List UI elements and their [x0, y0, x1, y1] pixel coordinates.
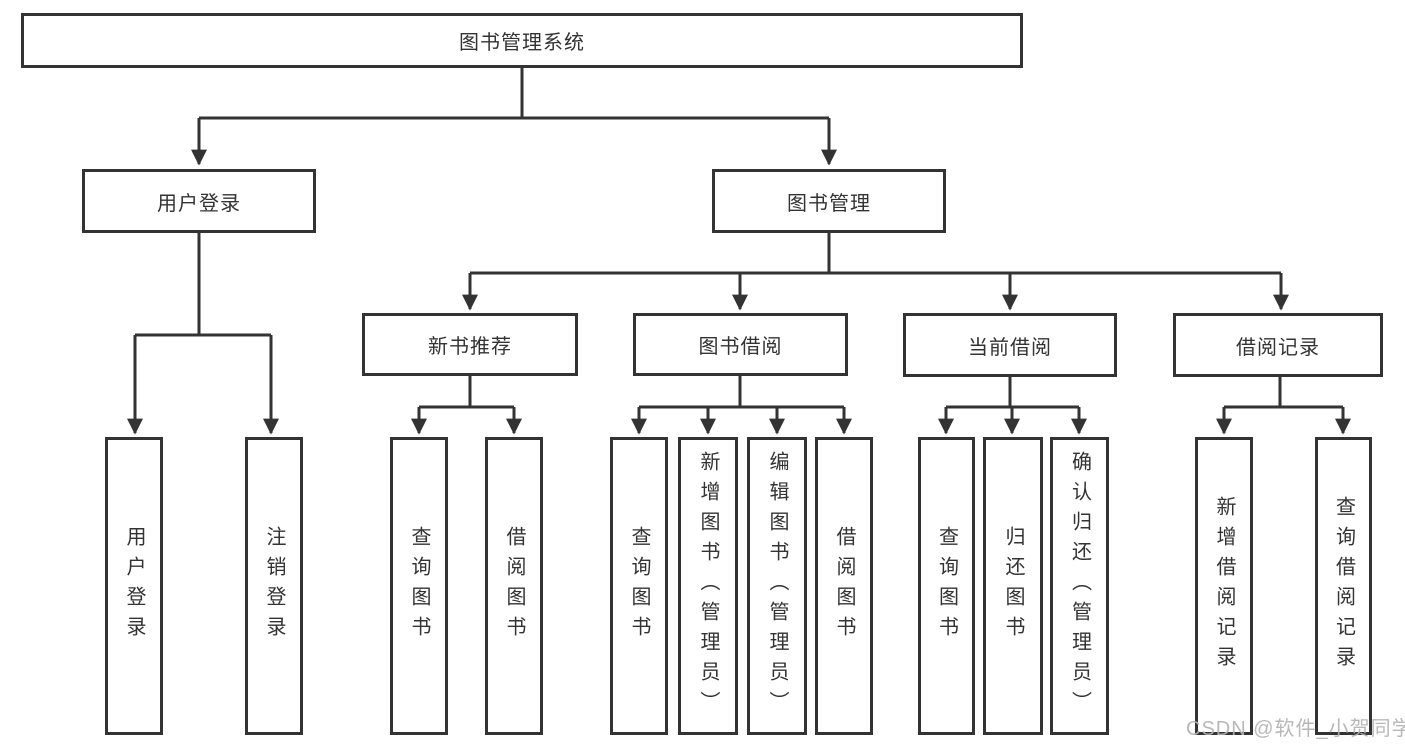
leaf-add-books-admin: 新增图书（管理员）: [678, 437, 738, 735]
connector-group-book-management: [462, 233, 1289, 311]
node-new-book-recommend: 新书推荐: [362, 313, 578, 376]
leaf-user-login: 用户登录: [105, 437, 163, 735]
connector-group-new-book: [411, 376, 522, 435]
node-user-login: 用户登录: [82, 169, 316, 233]
node-system-root: 图书管理系统: [21, 13, 1023, 68]
node-current-borrow: 当前借阅: [903, 313, 1117, 377]
connector-group-book-borrow: [631, 376, 852, 435]
node-book-borrow: 图书借阅: [633, 313, 848, 376]
connector-group-current-borrow: [938, 376, 1087, 435]
connector-group-borrow-records: [1216, 376, 1351, 435]
leaf-borrow-books: 借阅图书: [815, 437, 873, 735]
leaf-return-books: 归还图书: [983, 437, 1043, 735]
leaf-query-books-current: 查询图书: [918, 437, 975, 735]
csdn-watermark: CSDN @软件_小贺同学: [1186, 718, 1405, 740]
leaf-query-books-recommend: 查询图书: [390, 437, 448, 735]
node-borrow-records: 借阅记录: [1173, 313, 1383, 377]
leaf-add-borrow-record: 新增借阅记录: [1195, 437, 1253, 735]
leaf-logout: 注销登录: [245, 437, 303, 735]
leaf-confirm-return-admin: 确认归还（管理员）: [1050, 437, 1109, 735]
leaf-query-books-borrow: 查询图书: [610, 437, 668, 735]
node-book-management: 图书管理: [712, 169, 946, 233]
leaf-borrow-books-recommend: 借阅图书: [485, 437, 543, 735]
connector-group-root: [191, 68, 837, 166]
leaf-edit-books-admin: 编辑图书（管理员）: [747, 437, 807, 735]
connector-group-user-login: [127, 233, 279, 435]
leaf-query-borrow-record: 查询借阅记录: [1315, 437, 1372, 735]
